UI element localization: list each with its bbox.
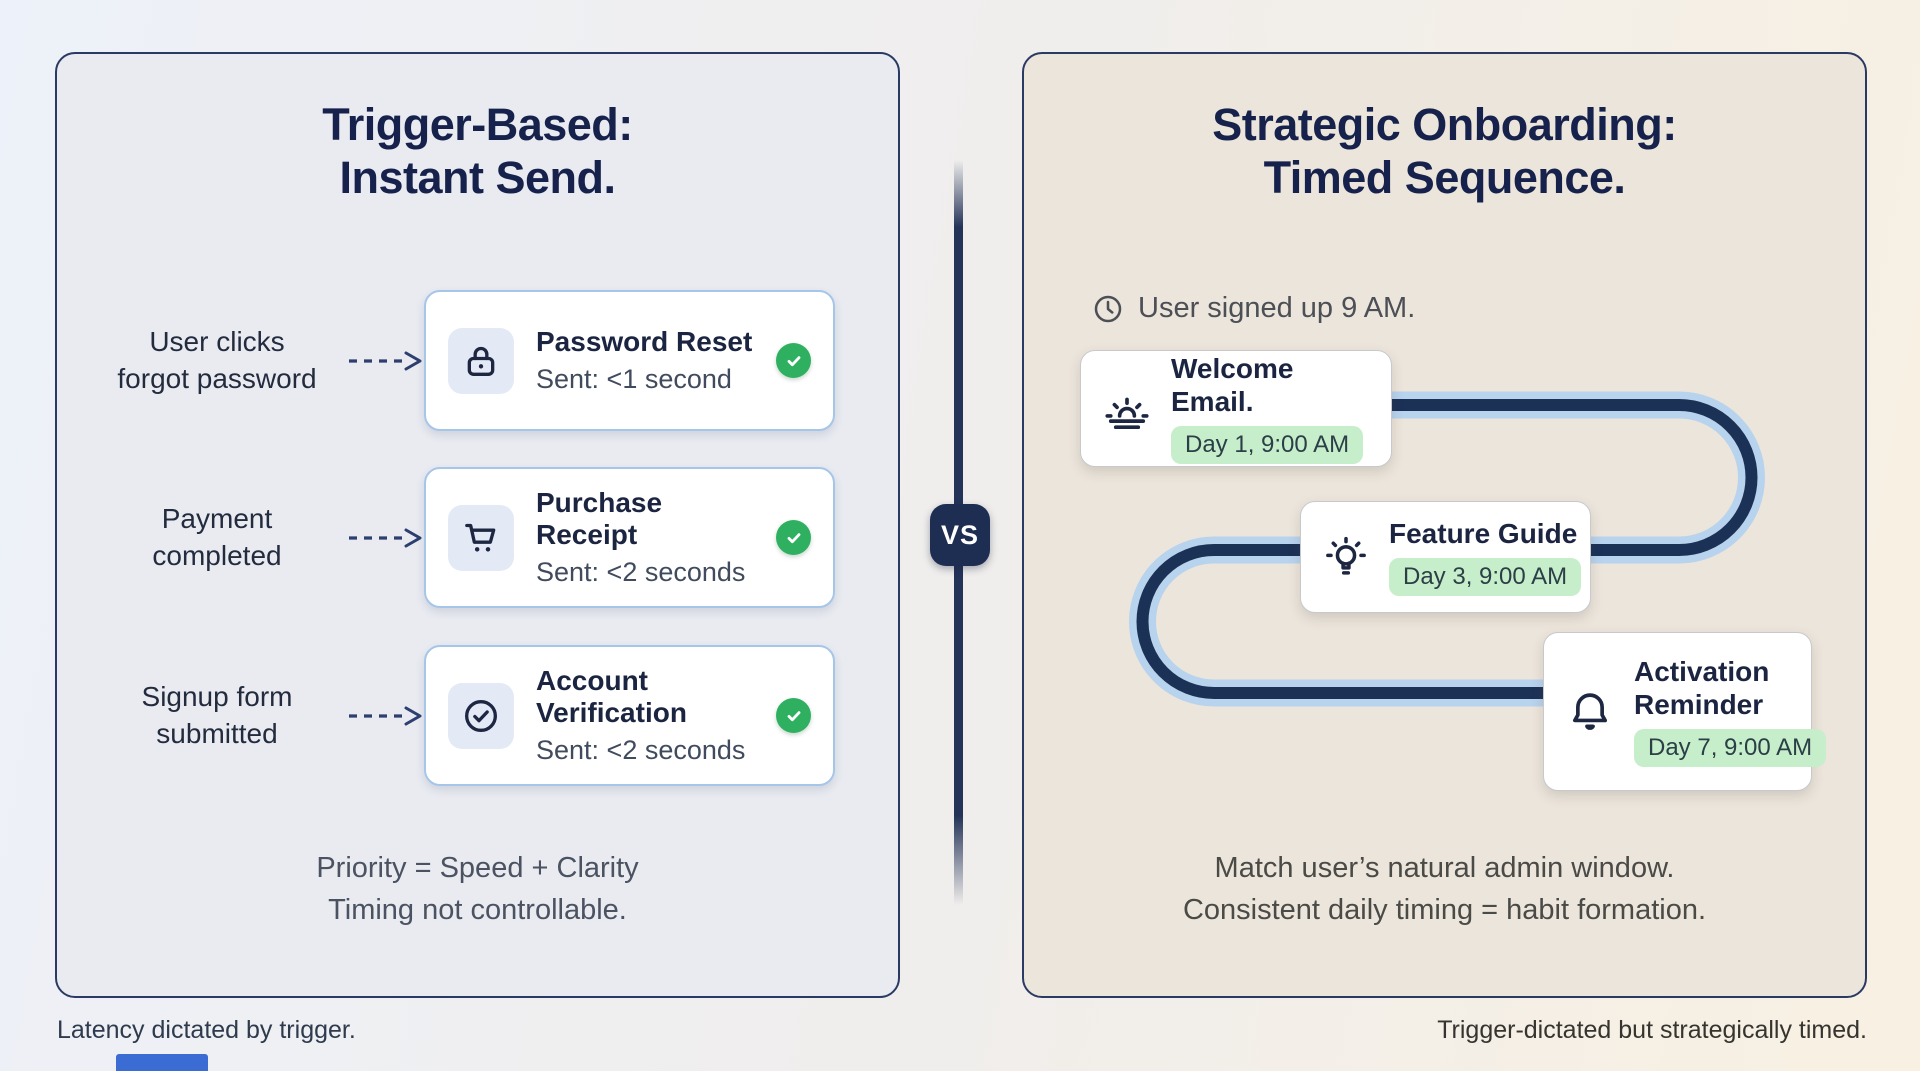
right-title-line1: Strategic Onboarding: <box>1212 99 1677 150</box>
card-text: Password Reset Sent: <1 second <box>536 326 752 395</box>
step-day-badge: Day 7, 9:00 AM <box>1634 728 1827 767</box>
step-content: Activation Reminder Day 7, 9:00 AM <box>1634 656 1827 767</box>
right-title-line2: Timed Sequence. <box>1263 152 1626 204</box>
email-card-password-reset: Password Reset Sent: <1 second <box>424 290 835 431</box>
step-card-activation-reminder: Activation Reminder Day 7, 9:00 AM <box>1543 632 1827 791</box>
right-bottom-caption: Trigger-dictated but strategically timed… <box>1437 1016 1867 1044</box>
trigger-label: Payment completed <box>87 501 347 574</box>
left-panel-title: Trigger-Based: Instant Send. <box>57 54 898 204</box>
dashed-arrow-icon <box>347 348 424 374</box>
trigger-row-password-reset: User clicks forgot password Password Res… <box>87 290 872 431</box>
right-footer-line2: Consistent daily timing = habit formatio… <box>1182 894 1707 927</box>
card-text: Account Verification Sent: <2 seconds <box>536 665 754 766</box>
lock-icon <box>448 327 514 394</box>
lightbulb-icon <box>1321 532 1371 582</box>
step-day-badge: Day 3, 9:00 AM <box>1389 558 1582 597</box>
strategic-onboarding-panel: Strategic Onboarding: Timed Sequence. Us… <box>1022 52 1867 998</box>
trigger-text-line2: submitted <box>156 717 278 749</box>
signup-note: User signed up 9 AM. <box>1092 292 1415 325</box>
left-footer-line1: Priority = Speed + Clarity <box>316 852 639 884</box>
card-text: Purchase Receipt Sent: <2 seconds <box>536 487 754 588</box>
trigger-based-panel: Trigger-Based: Instant Send. User clicks… <box>55 52 900 998</box>
trigger-row-account-verification: Signup form submitted Account Verificati… <box>87 645 872 786</box>
bell-icon <box>1564 686 1616 738</box>
left-footer-line2: Timing not controllable. <box>328 894 627 927</box>
email-card-title: Password Reset <box>536 326 753 357</box>
trigger-text-line1: Signup form <box>141 681 293 713</box>
trigger-label: User clicks forgot password <box>87 324 347 397</box>
email-card-subtitle: Sent: <2 seconds <box>536 735 746 765</box>
step-title: Feature Guide <box>1389 517 1578 549</box>
check-badge-icon <box>776 343 811 378</box>
step-title: Welcome Email. <box>1171 353 1294 417</box>
trigger-text-line1: Payment <box>161 503 273 535</box>
step-card-feature-guide: Feature Guide Day 3, 9:00 AM <box>1300 501 1591 613</box>
signup-note-text: User signed up 9 AM. <box>1138 292 1416 324</box>
email-card-title: Purchase Receipt <box>536 487 663 550</box>
trigger-text-line2: completed <box>152 539 282 571</box>
check-badge-icon <box>776 520 811 555</box>
left-title-line2: Instant Send. <box>339 152 616 204</box>
step-title: Activation Reminder <box>1634 656 1770 720</box>
left-title-line1: Trigger-Based: <box>322 99 633 150</box>
trigger-text-line1: User clicks <box>149 326 285 358</box>
dashed-arrow-icon <box>347 525 424 551</box>
email-card-purchase-receipt: Purchase Receipt Sent: <2 seconds <box>424 467 835 608</box>
trigger-text-line2: forgot password <box>117 362 317 394</box>
left-bottom-caption: Latency dictated by trigger. <box>57 1016 356 1044</box>
clock-icon <box>1092 293 1124 325</box>
step-card-welcome-email: Welcome Email. Day 1, 9:00 AM <box>1080 350 1392 467</box>
vs-badge: VS <box>930 504 990 566</box>
blue-strip-decoration <box>116 1054 208 1071</box>
circle-check-icon <box>448 682 514 749</box>
step-content: Feature Guide Day 3, 9:00 AM <box>1389 517 1582 597</box>
email-card-subtitle: Sent: <1 second <box>536 364 732 394</box>
step-content: Welcome Email. Day 1, 9:00 AM <box>1171 353 1371 464</box>
cart-icon <box>448 504 514 571</box>
right-panel-title: Strategic Onboarding: Timed Sequence. <box>1024 54 1865 204</box>
trigger-label: Signup form submitted <box>87 679 347 752</box>
sequence-path <box>1129 391 1765 707</box>
step-day-badge: Day 1, 9:00 AM <box>1171 425 1364 464</box>
email-card-subtitle: Sent: <2 seconds <box>536 557 746 587</box>
right-panel-footer: Match user’s natural admin window. Consi… <box>1024 847 1865 931</box>
left-panel-footer: Priority = Speed + Clarity Timing not co… <box>57 847 898 931</box>
check-badge-icon <box>776 698 811 733</box>
email-card-account-verification: Account Verification Sent: <2 seconds <box>424 645 835 786</box>
trigger-row-purchase-receipt: Payment completed Purchase Receipt Sent:… <box>87 467 872 608</box>
email-card-title: Account Verification <box>536 665 687 728</box>
right-footer-line1: Match user’s natural admin window. <box>1214 852 1675 884</box>
vs-label: VS <box>940 519 980 550</box>
sunrise-icon <box>1101 383 1153 435</box>
dashed-arrow-icon <box>347 703 424 729</box>
